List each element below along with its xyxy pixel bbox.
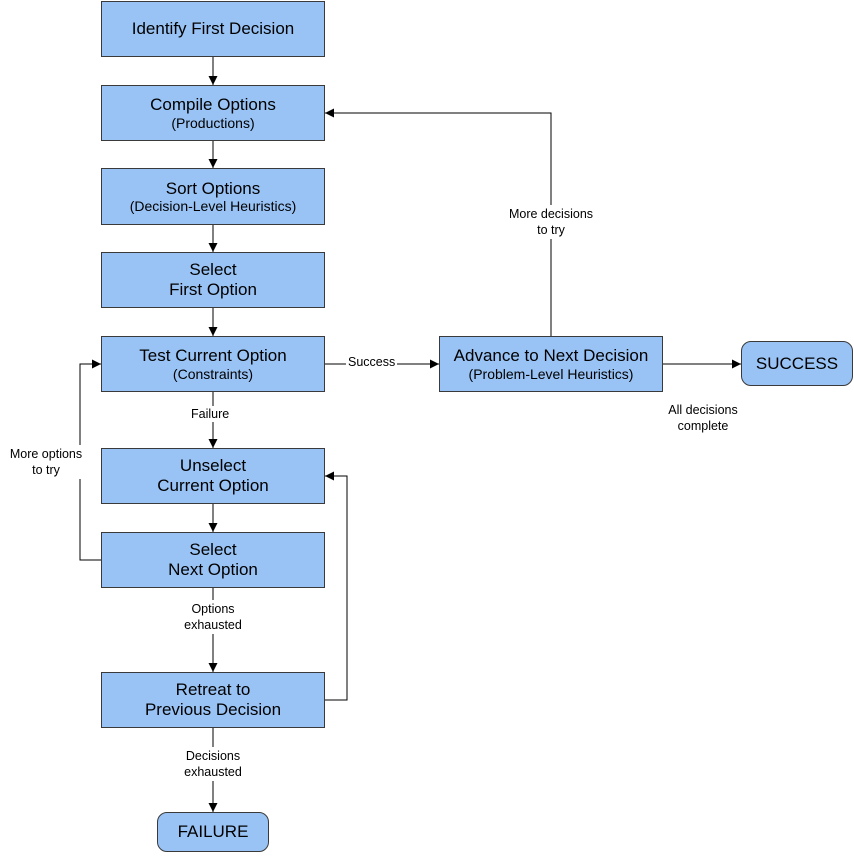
node-line1: Select (189, 260, 237, 280)
node-failure: FAILURE (157, 812, 269, 852)
node-compile-options: Compile Options (Productions) (101, 85, 325, 141)
edge-label-line: More decisions (508, 207, 594, 221)
edge-label-line: exhausted (184, 765, 242, 779)
node-subtitle: (Productions) (171, 114, 255, 131)
edge-label-more-decisions: More decisions to try (502, 205, 600, 239)
node-advance-next-decision: Advance to Next Decision (Problem-Level … (439, 336, 663, 392)
edge-label-text: Failure (191, 407, 230, 421)
edge-label-line: to try (32, 463, 60, 477)
edge-label-text: Success (348, 355, 396, 369)
edge-label-more-options: More options to try (3, 445, 89, 479)
edge-label-line: Decisions (185, 749, 241, 763)
edge-label-failure: Failure (189, 406, 232, 422)
edge-label-all-complete: All decisions complete (658, 401, 748, 435)
edge-label-line: All decisions (668, 403, 738, 417)
node-line1: Unselect (179, 456, 247, 476)
node-identify-first-decision: Identify First Decision (101, 1, 325, 57)
node-line2: Previous Decision (144, 700, 282, 719)
node-title: Test Current Option (139, 346, 287, 366)
edge-label-line: exhausted (184, 618, 242, 632)
node-subtitle: (Decision-Level Heuristics) (129, 198, 297, 215)
node-unselect-current-option: Unselect Current Option (101, 448, 325, 504)
edge-advance-to-compile (325, 108, 552, 336)
node-subtitle: (Constraints) (172, 365, 254, 382)
node-title: Advance to Next Decision (453, 346, 649, 366)
node-sort-options: Sort Options (Decision-Level Heuristics) (101, 168, 325, 225)
edge-retreat-to-unselect (325, 471, 348, 701)
node-success: SUCCESS (741, 341, 853, 386)
node-select-first-option: Select First Option (101, 252, 325, 308)
edge-label-line: to try (537, 223, 565, 237)
node-title: Compile Options (150, 95, 276, 115)
node-line2: First Option (169, 280, 257, 299)
node-retreat-previous-decision: Retreat to Previous Decision (101, 672, 325, 728)
node-select-next-option: Select Next Option (101, 532, 325, 588)
node-test-current-option: Test Current Option (Constraints) (101, 336, 325, 392)
node-title: Identify First Decision (131, 19, 295, 39)
node-title: FAILURE (177, 822, 249, 842)
node-line2: Current Option (157, 476, 269, 495)
edge-label-decisions-exhausted: Decisions exhausted (175, 747, 251, 781)
node-title: SUCCESS (755, 353, 839, 373)
edge-label-line: More options (9, 447, 83, 461)
node-line1: Retreat to (175, 680, 251, 700)
node-line2: Next Option (168, 560, 258, 579)
node-title: Sort Options (165, 178, 261, 198)
node-line1: Select (189, 540, 237, 560)
edge-label-options-exhausted: Options exhausted (178, 600, 248, 634)
node-subtitle: (Problem-Level Heuristics) (468, 365, 634, 382)
edge-label-line: complete (677, 419, 729, 433)
edge-label-line: Options (191, 602, 235, 616)
edge-label-success: Success (346, 354, 398, 370)
